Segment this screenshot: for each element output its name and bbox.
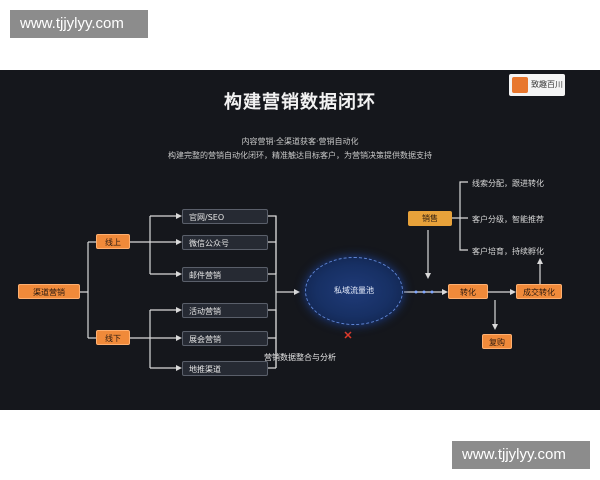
arrow-online-1 <box>176 213 182 219</box>
arrow-offline-1 <box>176 307 182 313</box>
watermark-top: www.tjjylyy.com <box>10 10 148 38</box>
arrow-offline-3 <box>176 365 182 371</box>
arrow-sales-down <box>425 273 431 279</box>
offline-item-3: 地推渠道 <box>182 361 268 376</box>
arrow-online-3 <box>176 271 182 277</box>
logo: 致趣百川 <box>509 74 565 96</box>
line-online-fan <box>130 215 178 275</box>
final-box: 成交转化 <box>516 284 562 299</box>
arrow-online-2 <box>176 239 182 245</box>
arrow-final-up <box>537 258 543 264</box>
line-sales-bracket <box>452 181 468 251</box>
slide-subtitle-2: 构建完整的营销自动化闭环，精准触达目标客户，为营销决策提供数据支持 <box>168 151 432 160</box>
arrow-to-mid <box>442 289 448 295</box>
dot-1 <box>414 290 418 294</box>
offline-item-2: 展会营销 <box>182 331 268 346</box>
connector-lines <box>80 181 543 371</box>
source-box: 渠道营销 <box>18 284 80 299</box>
online-item-2: 微信公众号 <box>182 235 268 250</box>
branch-online-box: 线上 <box>96 234 130 249</box>
offline-item-1: 活动营销 <box>182 303 268 318</box>
center-pool: 私域流量池 <box>305 257 403 325</box>
arrow-to-final <box>510 289 516 295</box>
red-x-mark <box>344 331 352 339</box>
arrow-to-center <box>294 289 300 295</box>
branch-offline-box: 线下 <box>96 330 130 345</box>
line-source-trunk <box>80 242 89 338</box>
dot-2 <box>422 290 426 294</box>
right-text-1: 线索分配，跟进转化 <box>472 179 544 188</box>
right-text-3: 客户培育，持续孵化 <box>472 247 544 256</box>
line-to-center <box>275 216 296 368</box>
watermark-bottom: www.tjjylyy.com <box>452 441 590 469</box>
arrow-offline-2 <box>176 335 182 341</box>
line-offline-fan <box>130 309 178 369</box>
right-text-2: 客户分级，智能推荐 <box>472 215 544 224</box>
online-item-3: 邮件营销 <box>182 267 268 282</box>
mid-box: 转化 <box>448 284 488 299</box>
diagram-slide: 构建营销数据闭环 内容营销·全渠道获客·营销自动化 构建完整的营销自动化闭环，精… <box>0 70 600 410</box>
arrow-mid-down <box>492 324 498 330</box>
slide-subtitle-1: 内容营销·全渠道获客·营销自动化 <box>241 137 359 146</box>
below-box: 复购 <box>482 334 512 349</box>
center-note: 营销数据整合与分析 <box>264 353 336 362</box>
logo-mark-icon <box>512 77 528 93</box>
sales-box: 销售 <box>408 211 452 226</box>
logo-text: 致趣百川 <box>531 80 563 89</box>
online-item-1: 官网/SEO <box>182 209 268 224</box>
line-collect-online <box>268 215 277 275</box>
slide-title: 构建营销数据闭环 <box>224 92 376 113</box>
dot-3 <box>430 290 434 294</box>
